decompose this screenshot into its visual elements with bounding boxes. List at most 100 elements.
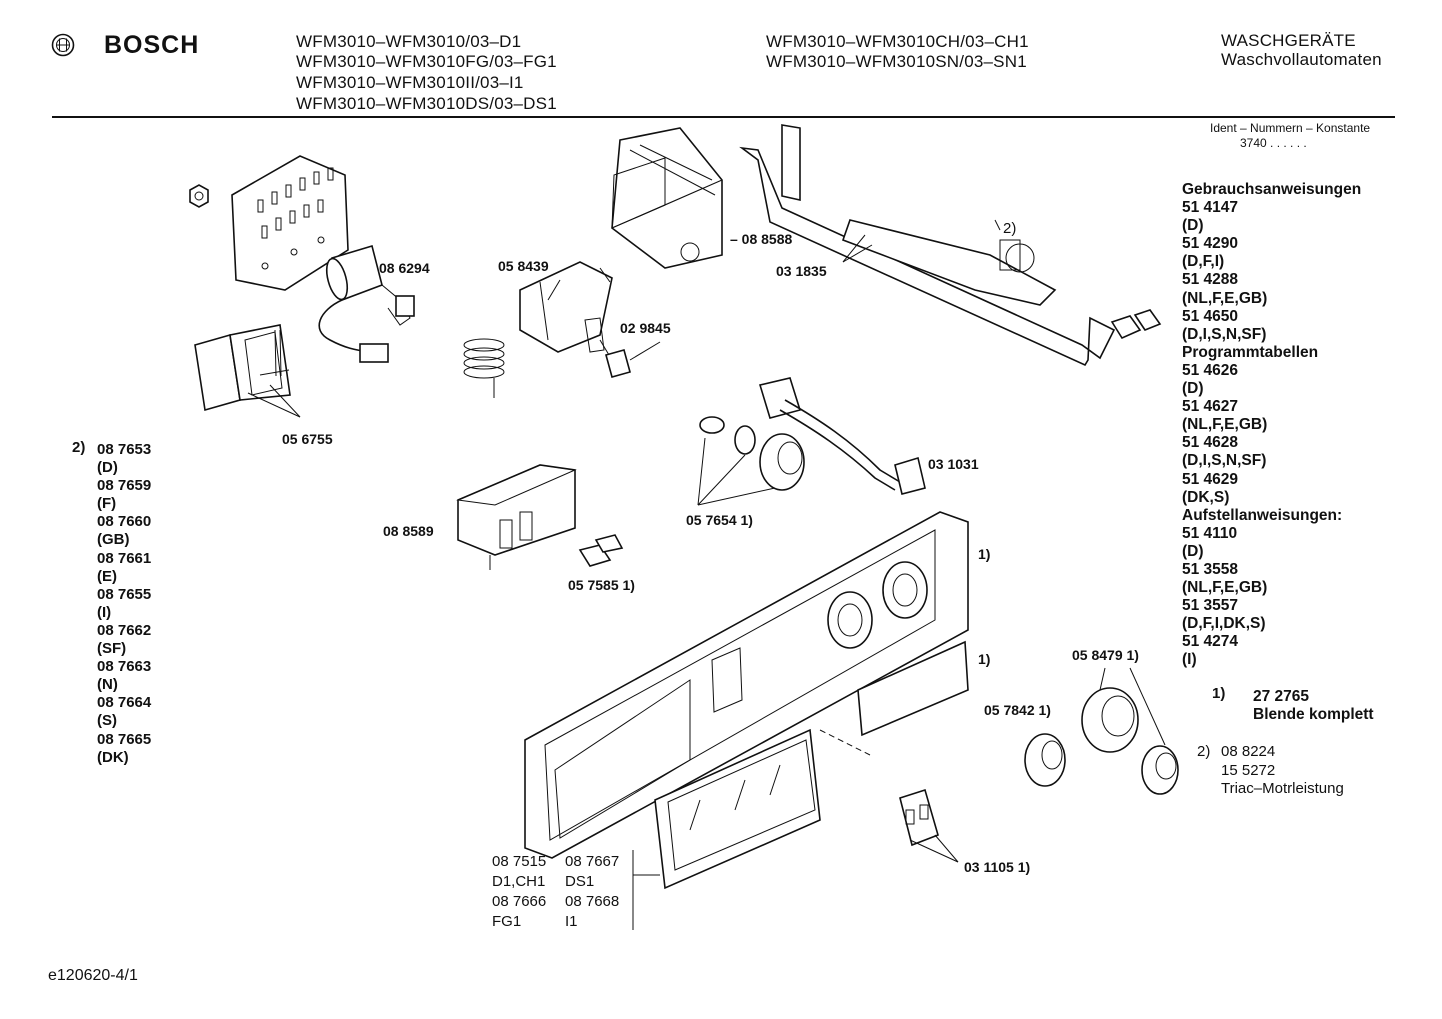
note-1-number: 27 2765 xyxy=(1253,688,1310,705)
note-1-marker: 1) xyxy=(1212,685,1226,702)
part-note: 1) xyxy=(978,546,991,562)
fascia-panel-part xyxy=(524,511,969,859)
control-board-bracket-part xyxy=(739,124,1162,367)
list-item: 51 4274 xyxy=(1182,633,1239,651)
list-heading: Gebrauchsanweisungen xyxy=(1182,181,1362,198)
program-timer-part xyxy=(611,127,723,269)
ident-label: Ident – Nummern – Konstante xyxy=(1210,121,1371,135)
door-lock-part xyxy=(519,261,613,361)
model-line: WFM3010–WFM3010DS/03–DS1 xyxy=(296,94,557,113)
list-item: (N) xyxy=(97,676,118,694)
table-cell: 08 7666 xyxy=(492,893,547,910)
list-heading: Aufstellanweisungen: xyxy=(1182,506,1343,524)
part-label: 05 6755 xyxy=(282,431,333,447)
list-item: 51 4650 xyxy=(1182,307,1239,325)
list-item: 08 7662 xyxy=(97,621,152,639)
list-item: 51 4628 xyxy=(1182,434,1239,452)
category-title: WASCHGERÄTE xyxy=(1221,31,1356,50)
note-2-line: Triac–Motrleistung xyxy=(1221,780,1344,797)
part-label: 05 8479 1) xyxy=(1072,647,1139,663)
list-item: 08 7660 xyxy=(97,513,152,531)
part-label: 05 7585 1) xyxy=(568,577,635,593)
list-item: (D) xyxy=(1182,217,1204,235)
list-item: 51 4290 xyxy=(1182,235,1239,253)
list-item: (D,F,I,DK,S) xyxy=(1182,615,1266,633)
part-label: 02 9845 xyxy=(620,320,671,336)
list-item: 08 7653 xyxy=(97,441,152,458)
part-label: – 08 8588 xyxy=(730,231,793,247)
list-item: (S) xyxy=(97,712,117,730)
part-note: 1) xyxy=(978,651,991,667)
list-item: 51 4110 xyxy=(1182,524,1238,542)
table-cell: 08 7515 xyxy=(492,853,547,870)
list-item: (E) xyxy=(97,567,117,585)
clip-part xyxy=(578,534,624,567)
list-item: 51 4629 xyxy=(1182,470,1239,488)
list-item: (NL,F,E,GB) xyxy=(1182,289,1268,307)
part-label: 05 7654 1) xyxy=(686,512,753,528)
category-subtitle: Waschvollautomaten xyxy=(1221,50,1382,69)
list-item: (D,I,S,N,SF) xyxy=(1182,325,1267,343)
list-item: (F) xyxy=(97,495,117,513)
electronic-module-part xyxy=(456,464,577,570)
slot-cover-part xyxy=(857,640,969,737)
table-cell: I1 xyxy=(565,913,578,930)
list-item: (D) xyxy=(97,459,118,477)
left-list-marker: 2) xyxy=(72,439,86,456)
model-line: WFM3010–WFM3010FG/03–FG1 xyxy=(296,52,557,71)
nut-part xyxy=(189,184,209,208)
list-heading: Programmtabellen xyxy=(1182,343,1319,361)
list-item: 51 4626 xyxy=(1182,361,1239,379)
note-2-line: 08 8224 xyxy=(1221,743,1276,760)
list-item: (D,F,I) xyxy=(1182,253,1225,271)
list-item: (I) xyxy=(1182,651,1197,669)
knob-part xyxy=(1024,667,1179,795)
list-item: 51 3558 xyxy=(1182,560,1239,578)
bushing-part xyxy=(605,341,661,378)
wire-connector-part xyxy=(758,377,926,495)
list-item: 08 7655 xyxy=(97,585,152,603)
knob-bearing-part xyxy=(697,416,805,506)
part-label: 08 6294 xyxy=(379,260,430,276)
list-item: (D) xyxy=(1182,380,1204,398)
spring-part xyxy=(463,338,505,398)
part-label: 05 8439 xyxy=(498,258,549,274)
table-cell: DS1 xyxy=(565,873,595,890)
note-2-line: 15 5272 xyxy=(1221,762,1276,779)
left-list: 08 7653 (D) 08 7659 (F) 08 7660 (GB) 08 … xyxy=(97,441,151,767)
list-item: 51 4627 xyxy=(1182,398,1239,416)
relay-part xyxy=(194,324,301,418)
model-line: WFM3010–WFM3010II/03–I1 xyxy=(296,73,524,92)
list-item: 08 7663 xyxy=(97,658,152,676)
bosch-logo-icon xyxy=(51,33,75,57)
ident-value: 3740 . . . . . . xyxy=(1240,136,1307,150)
part-label: 08 8589 xyxy=(383,523,434,539)
list-item: (NL,F,E,GB) xyxy=(1182,579,1268,597)
table-cell: D1,CH1 xyxy=(492,873,546,890)
part-note: 2) xyxy=(1003,220,1017,237)
capacitor-part xyxy=(318,244,415,363)
list-item: (GB) xyxy=(97,531,130,549)
note-1-text: Blende komplett xyxy=(1253,706,1374,723)
list-item: 51 3557 xyxy=(1182,597,1239,615)
table-cell: FG1 xyxy=(492,913,522,930)
list-item: (SF) xyxy=(97,640,127,658)
table-cell: 08 7667 xyxy=(565,853,620,870)
list-item: (DK,S) xyxy=(1182,488,1230,506)
part-label: 03 1031 xyxy=(928,456,979,472)
program-panel-part xyxy=(654,728,821,890)
note-2-marker: 2) xyxy=(1197,743,1211,760)
part-label: 03 1835 xyxy=(776,263,827,279)
list-item: (D,I,S,N,SF) xyxy=(1182,452,1267,470)
right-list: Gebrauchsanweisungen 51 4147 (D) 51 4290… xyxy=(1182,181,1361,670)
list-item: 51 4288 xyxy=(1182,271,1239,289)
document-code: e120620-4/1 xyxy=(48,967,138,984)
list-item: 08 7661 xyxy=(97,549,152,567)
part-label: 03 1105 1) xyxy=(964,859,1031,875)
list-item: 08 7664 xyxy=(97,694,152,712)
model-line: WFM3010–WFM3010CH/03–CH1 xyxy=(766,32,1029,51)
leader-lines xyxy=(547,219,1001,301)
list-item: 51 4147 xyxy=(1182,199,1239,217)
list-item: (DK) xyxy=(97,748,129,766)
